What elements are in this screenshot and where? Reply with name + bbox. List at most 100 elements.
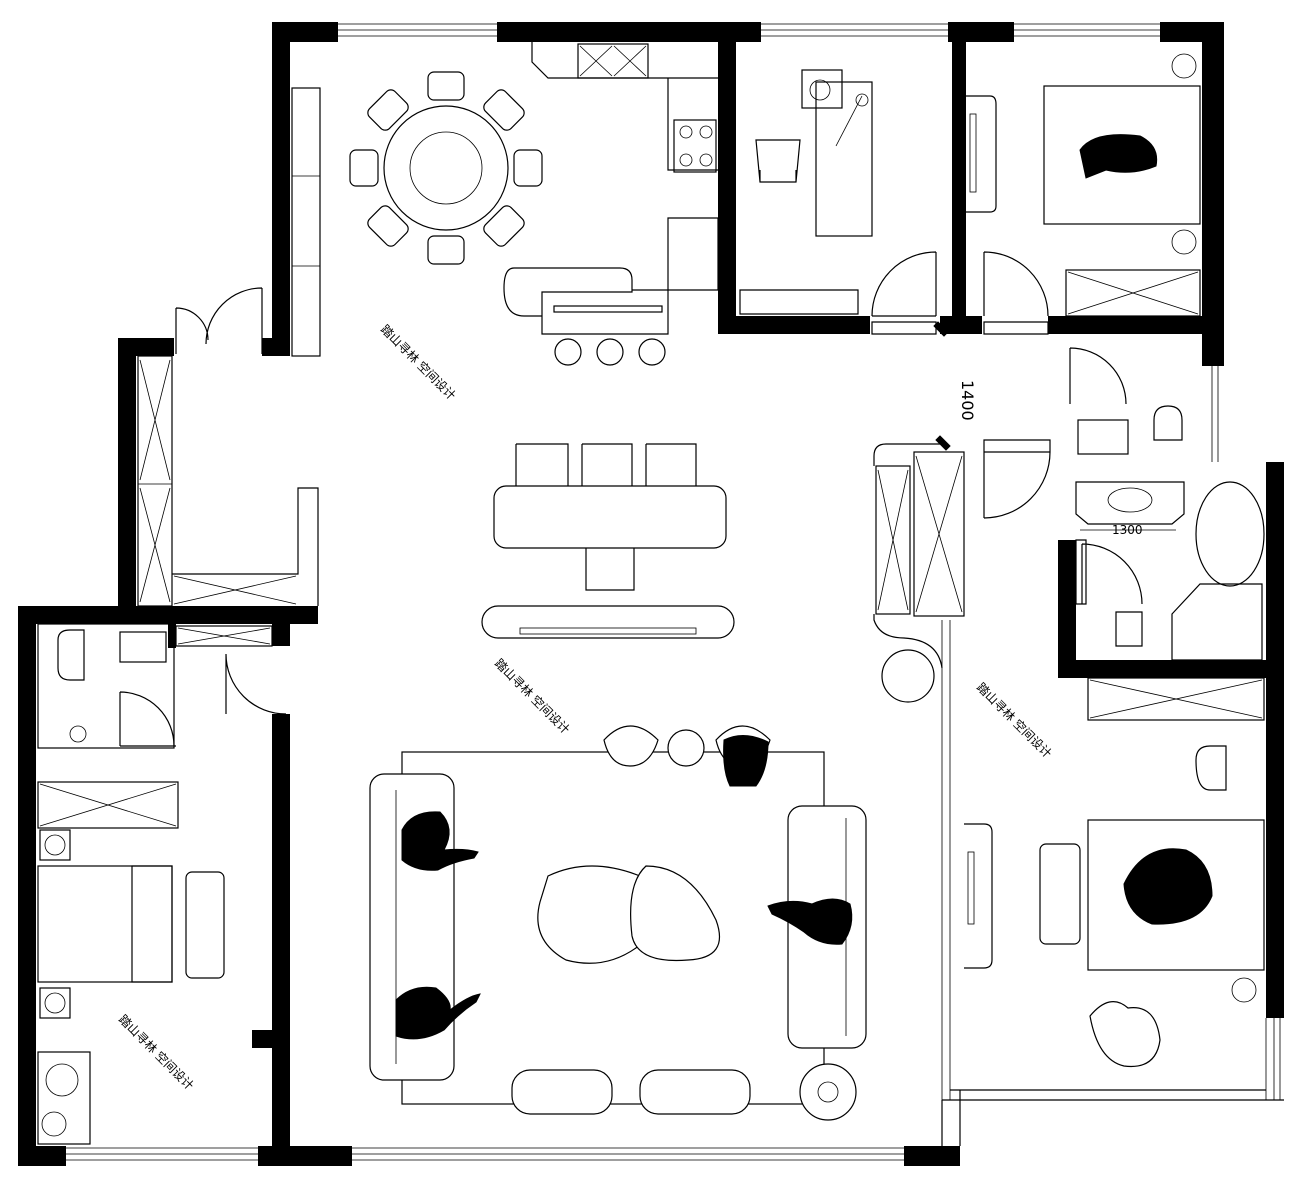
sink bbox=[577, 43, 649, 79]
entrance-door bbox=[175, 287, 263, 354]
wall-segment bbox=[272, 714, 290, 1164]
window-top bbox=[338, 23, 1160, 37]
nightstand-2 bbox=[39, 987, 71, 1019]
person-sofa bbox=[401, 811, 479, 871]
person-sofa-3 bbox=[767, 898, 853, 945]
left-bathroom bbox=[37, 623, 175, 749]
wardrobe-cross bbox=[39, 783, 177, 827]
nightstand bbox=[39, 829, 71, 861]
cabinet-division bbox=[292, 175, 320, 267]
wall-segment bbox=[1048, 316, 1224, 334]
door-stop bbox=[933, 321, 951, 451]
dining-chair bbox=[427, 71, 465, 101]
cabinet-cross bbox=[138, 359, 172, 603]
window-side bbox=[941, 366, 1281, 1100]
dresser-stool bbox=[1195, 745, 1227, 791]
wardrobe-cross bbox=[177, 627, 271, 645]
balcony-edge bbox=[941, 1090, 961, 1146]
dim-corridor: 1400 bbox=[958, 380, 977, 421]
potted-plant bbox=[881, 649, 935, 703]
sink-basin bbox=[579, 45, 647, 77]
corridor-door bbox=[983, 439, 1051, 519]
dining-chair bbox=[349, 149, 379, 187]
bed-left bbox=[37, 865, 173, 983]
toilet-2 bbox=[1115, 611, 1143, 647]
wall-segment bbox=[18, 606, 36, 1166]
plant-pot-circle bbox=[809, 79, 831, 101]
right-bedroom bbox=[964, 745, 1265, 1068]
bench-left bbox=[185, 871, 225, 979]
bed-foot bbox=[131, 865, 173, 983]
wall-segment bbox=[118, 338, 136, 608]
tv-cabinet-right bbox=[964, 823, 993, 969]
dim-vanity: 1300 bbox=[1112, 523, 1143, 537]
wall-segment bbox=[1058, 540, 1076, 676]
wardrobe-cross bbox=[1089, 679, 1263, 719]
wardrobe-right bbox=[1087, 677, 1265, 721]
left-bath-door bbox=[119, 691, 176, 747]
walls bbox=[18, 22, 1284, 1166]
round-dining-table bbox=[383, 105, 509, 231]
wardrobe-top-left bbox=[175, 625, 273, 647]
bar-stool bbox=[554, 338, 582, 366]
lamp-head bbox=[855, 93, 869, 107]
shoe-cabinet bbox=[137, 355, 173, 607]
burner bbox=[679, 125, 693, 139]
nightstand-lamp bbox=[1171, 53, 1197, 79]
dining-chair bbox=[367, 89, 409, 131]
vanity-left bbox=[119, 631, 167, 663]
person-on-bed bbox=[1123, 848, 1213, 925]
burner bbox=[699, 125, 713, 139]
bar-stool bbox=[638, 338, 666, 366]
wall-segment bbox=[272, 606, 290, 646]
burner bbox=[699, 153, 713, 167]
lamp bbox=[44, 992, 66, 1014]
bath-door bbox=[1069, 347, 1127, 405]
dining-chair bbox=[427, 235, 465, 265]
corridor-cabinet bbox=[875, 465, 911, 615]
table-chairs bbox=[515, 443, 697, 486]
person-on-bed bbox=[1079, 134, 1158, 179]
sink-round bbox=[41, 1111, 67, 1137]
floor-lamp-center bbox=[817, 1081, 839, 1103]
lounge-chair bbox=[1089, 1001, 1161, 1068]
wall-segment bbox=[262, 338, 290, 356]
tall-cabinet bbox=[291, 87, 321, 357]
wardrobe bbox=[1065, 269, 1201, 317]
table-chair bbox=[585, 548, 635, 591]
balcony-rail bbox=[942, 1089, 1284, 1101]
desk bbox=[815, 81, 873, 237]
coffee-table-2 bbox=[630, 865, 721, 962]
person-sofa-2 bbox=[395, 986, 481, 1040]
watermarks: 踏山寻林 空间设计 踏山寻林 空间设计 踏山寻林 空间设计 踏山寻林 空间设计 bbox=[116, 322, 1054, 1092]
dimensions: 1400 1300 bbox=[958, 380, 1176, 537]
watermark: 踏山寻林 空间设计 bbox=[492, 656, 572, 736]
doors bbox=[119, 251, 1143, 747]
dining-chair bbox=[513, 149, 543, 187]
wardrobe-cross bbox=[1067, 271, 1199, 315]
wall-segment bbox=[1058, 660, 1270, 678]
study-room bbox=[739, 69, 873, 315]
watermark: 踏山寻林 空间设计 bbox=[974, 680, 1054, 760]
wall-segment bbox=[718, 22, 736, 334]
corridor-cabinet-2 bbox=[913, 451, 965, 617]
toilet-left bbox=[57, 629, 85, 681]
dining-chair bbox=[367, 205, 409, 247]
watermark: 踏山寻林 空间设计 bbox=[378, 322, 458, 402]
basin bbox=[1107, 487, 1153, 513]
bathtub bbox=[1195, 481, 1265, 587]
wall-segment bbox=[497, 22, 761, 42]
balcony-cabinet bbox=[37, 1051, 91, 1145]
floor-lamp bbox=[799, 1063, 857, 1121]
window-bottom bbox=[66, 1147, 904, 1161]
tv bbox=[967, 851, 975, 925]
shower-area bbox=[1171, 583, 1263, 661]
desk-chair bbox=[755, 139, 801, 183]
dining-chairs bbox=[349, 71, 543, 265]
wall-segment bbox=[18, 606, 318, 624]
side-table-top bbox=[667, 729, 705, 767]
long-table bbox=[493, 485, 727, 549]
bench-cross bbox=[173, 575, 297, 605]
wall-segment bbox=[718, 316, 870, 334]
